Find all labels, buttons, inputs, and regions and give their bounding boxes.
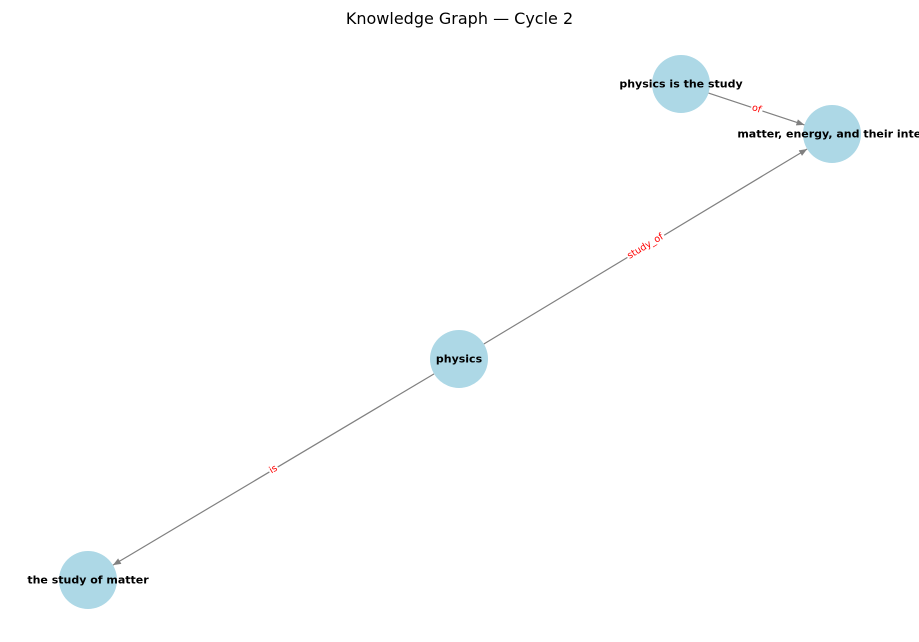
edge-label: is: [267, 463, 279, 476]
node-the-study-of-matter: [59, 551, 117, 609]
node-label-the-study-of-matter: the study of matter: [27, 574, 149, 587]
graph-title: Knowledge Graph — Cycle 2: [346, 9, 573, 28]
edge-label-group: of: [749, 102, 765, 117]
nodes-layer: [59, 55, 861, 609]
node-label-physics: physics: [436, 353, 483, 366]
node-label-matter-energy: matter, energy, and their inter: [737, 128, 919, 141]
edge-label-group: study_of: [624, 230, 667, 263]
node-physics-is-the-study: [652, 55, 710, 113]
edge-label: of: [750, 102, 763, 116]
edge-label: study_of: [625, 231, 666, 262]
edge-label-background: [624, 230, 667, 263]
node-label-physics-is-the-study: physics is the study: [619, 78, 742, 91]
node-matter-energy: [803, 105, 861, 163]
labels-layer: physics is the study matter, energy, and …: [27, 78, 919, 587]
edge-label-group: is: [266, 462, 281, 477]
node-physics: [430, 330, 488, 388]
edge-label-background: [749, 102, 765, 117]
edge-label-background: [266, 462, 281, 477]
